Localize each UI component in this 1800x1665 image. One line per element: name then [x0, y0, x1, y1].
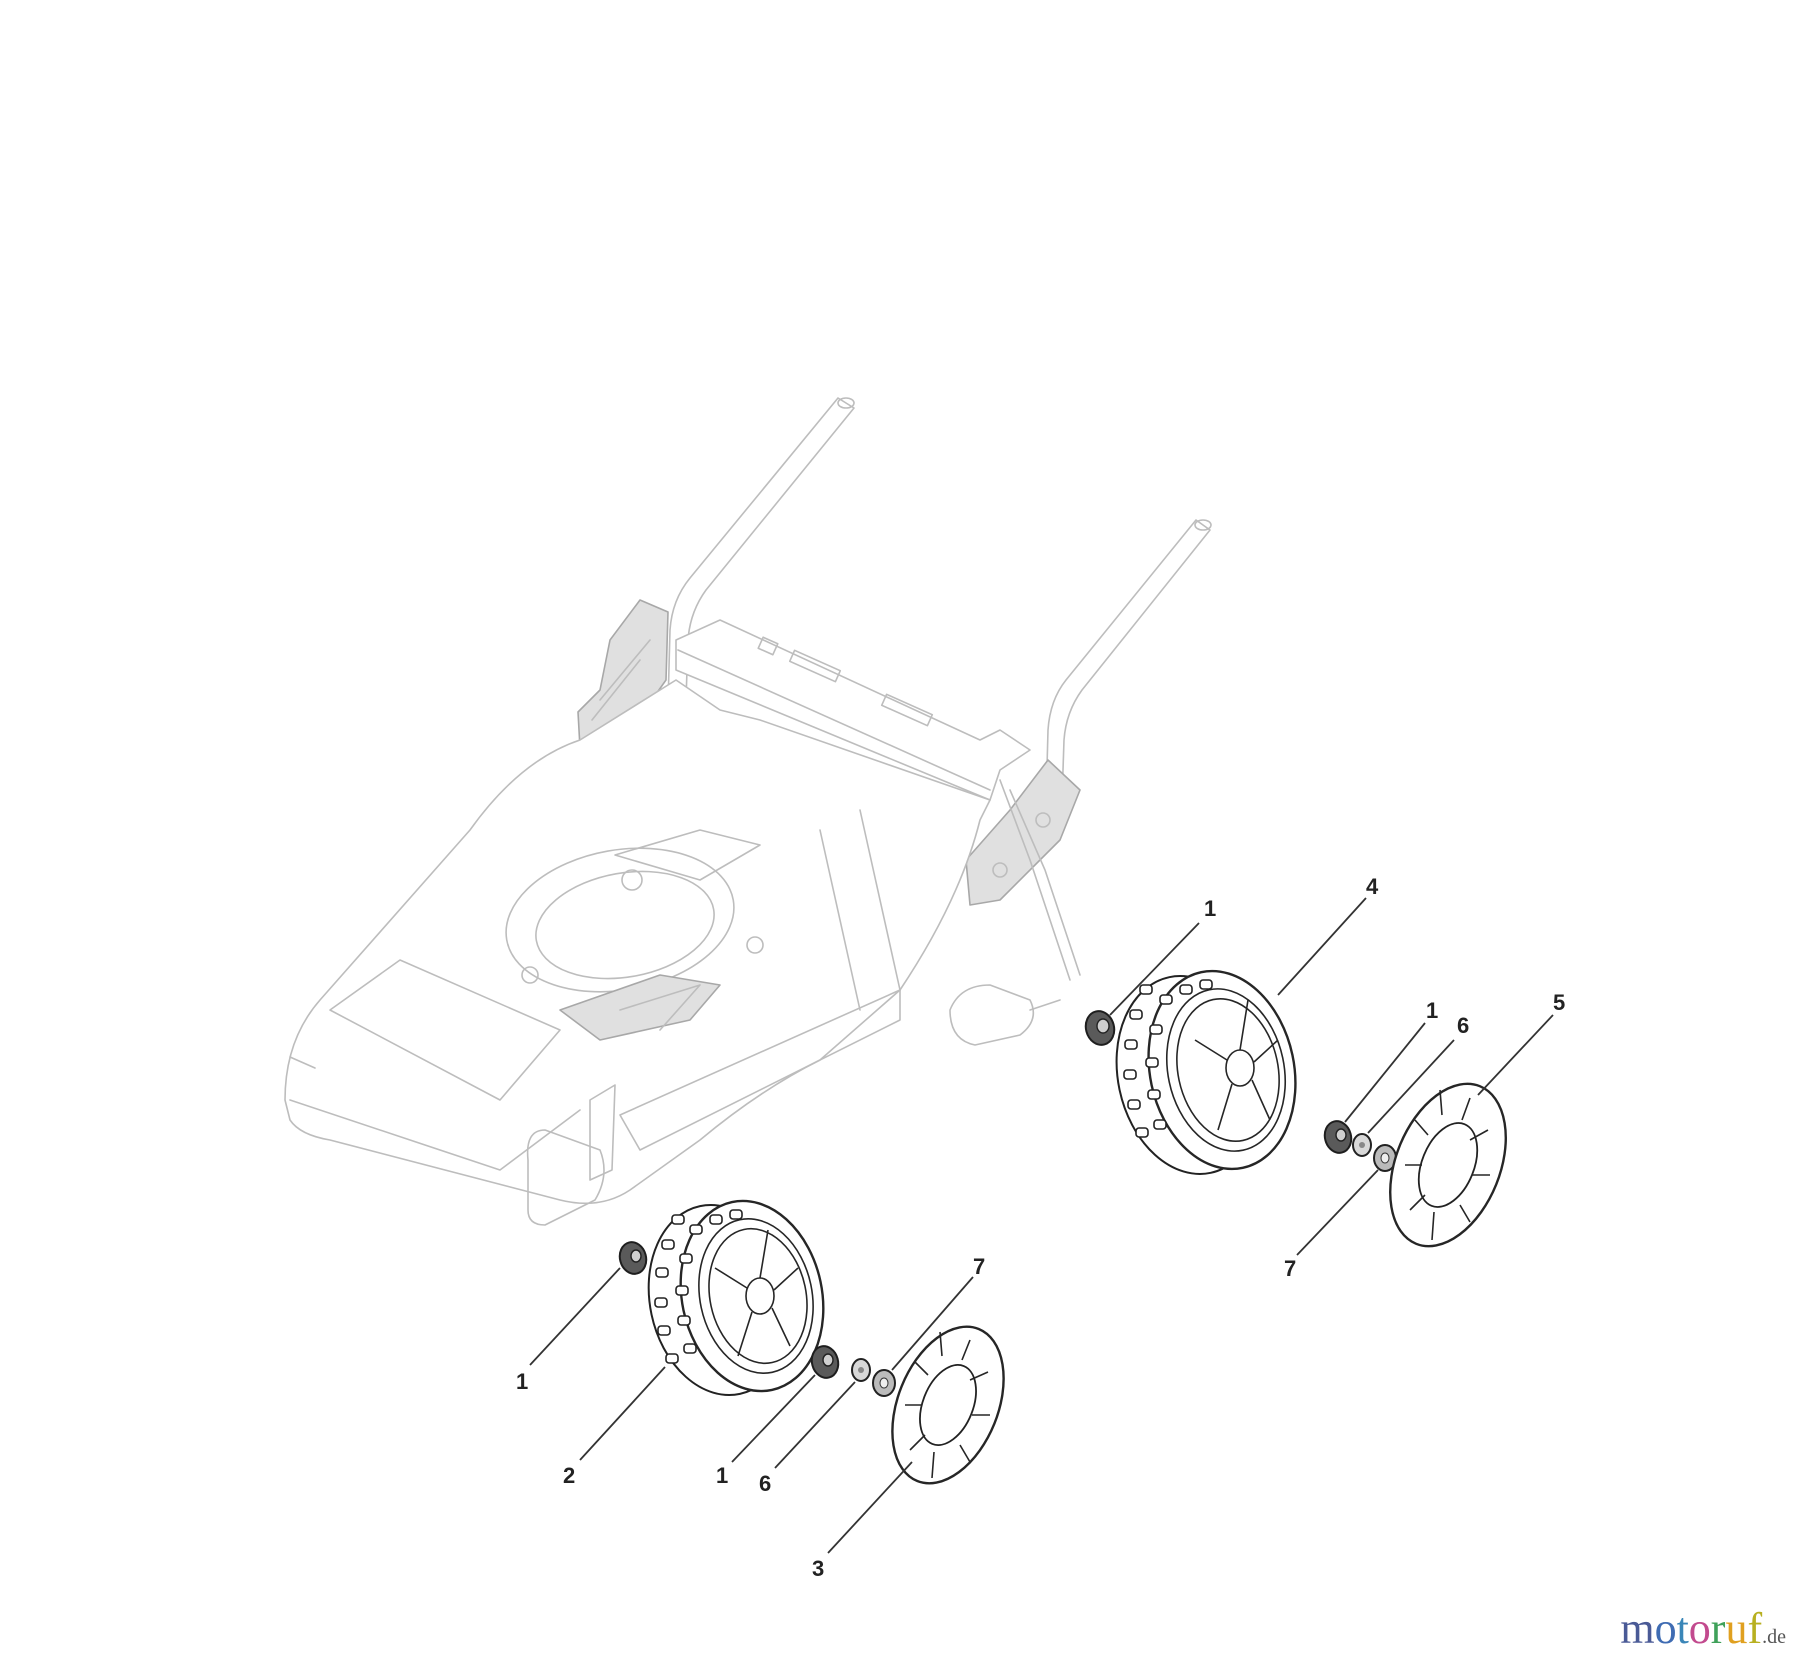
motoruf-watermark-logo: motoruf.de: [1620, 1607, 1786, 1651]
callout-5-rear-hub-cap: 5: [1553, 990, 1566, 1015]
rear-wheel: [1115, 969, 1297, 1175]
front-inner-bearing: [618, 1241, 648, 1275]
logo-suffix: .de: [1762, 1626, 1786, 1648]
callout-2-front-wheel: 2: [563, 1463, 576, 1488]
logo-letter: m: [1620, 1604, 1655, 1653]
callout-4-rear-wheel: 4: [1366, 874, 1379, 899]
callout-1-front-outer-bearing: 1: [716, 1463, 729, 1488]
callout-1-rear-outer-bearing: 1: [1426, 998, 1439, 1023]
logo-letter: u: [1725, 1604, 1748, 1653]
callout-6-front-washer: 6: [759, 1471, 772, 1496]
logo-letter: t: [1676, 1604, 1689, 1653]
front-wheel: [647, 1199, 825, 1397]
rear-inner-bearing: [1084, 1010, 1116, 1046]
callout-1-front-inner-bearing: 1: [516, 1369, 529, 1394]
front-wheel-assembly: [618, 1199, 1005, 1485]
callout-3-front-hub-cap: 3: [812, 1556, 825, 1581]
mower-deck: [284, 397, 1212, 1226]
rear-washer: [1352, 1133, 1372, 1157]
rear-outer-bearing: [1323, 1120, 1353, 1154]
logo-letter: o: [1688, 1604, 1711, 1653]
rear-wheel-assembly: [1084, 969, 1507, 1248]
front-hub-cap: [891, 1325, 1005, 1485]
callout-1-rear-inner-bearing: 1: [1204, 896, 1217, 921]
logo-letter: o: [1654, 1604, 1677, 1653]
logo-letter: r: [1710, 1604, 1726, 1653]
callout-7-rear-nut: 7: [1284, 1256, 1297, 1281]
callout-6-rear-washer: 6: [1457, 1013, 1470, 1038]
leader-lines: [529, 897, 1554, 1554]
front-nut: [872, 1369, 896, 1397]
front-washer: [851, 1358, 871, 1382]
logo-letter: f: [1747, 1604, 1763, 1653]
callout-7-front-nut: 7: [973, 1254, 986, 1279]
rear-hub-cap: [1389, 1082, 1507, 1248]
front-outer-bearing: [810, 1345, 840, 1379]
